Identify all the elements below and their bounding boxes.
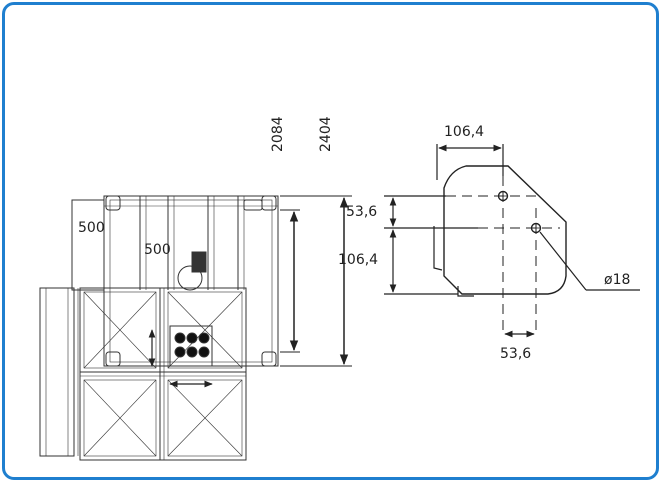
bracket-height-label: 106,4 bbox=[338, 252, 378, 268]
machine-plan-view bbox=[39, 195, 279, 461]
bracket-top-offset-label: 53,6 bbox=[346, 204, 377, 220]
bracket-width-label: 106,4 bbox=[444, 124, 484, 140]
inner-height-label: 2084 bbox=[270, 116, 286, 152]
center-500-label: 500 bbox=[144, 242, 171, 258]
hole-diameter-label: ø18 bbox=[604, 272, 630, 288]
height-dimension-lines bbox=[280, 195, 352, 367]
plan-dimension-arrows bbox=[148, 329, 213, 388]
bracket-dimension-lines bbox=[384, 144, 640, 338]
bracket-detail bbox=[433, 165, 567, 297]
bracket-center-lines bbox=[446, 176, 560, 330]
total-height-label: 2404 bbox=[318, 116, 334, 152]
bracket-bottom-offset-label: 53,6 bbox=[500, 346, 531, 362]
left-500-label: 500 bbox=[78, 220, 105, 236]
